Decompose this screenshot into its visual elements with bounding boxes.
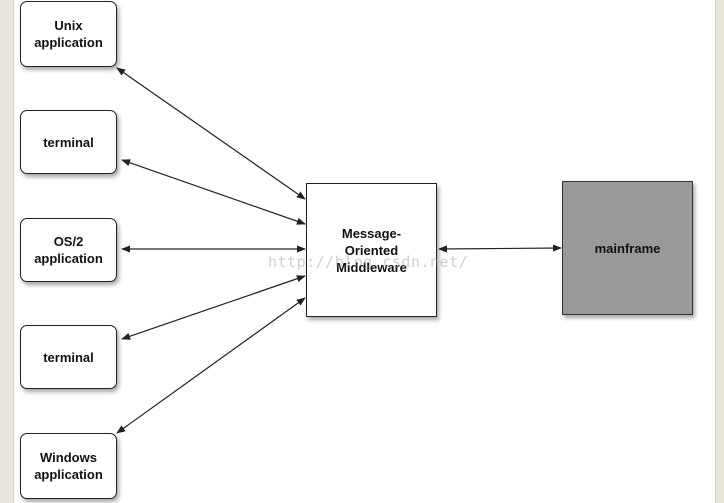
node-mainframe[interactable]: mainframe (562, 181, 693, 315)
edge-terminal2-mom (121, 275, 306, 340)
node-os2-application[interactable]: OS/2 application (20, 218, 117, 282)
node-terminal-2[interactable]: terminal (20, 325, 117, 389)
node-unix-application[interactable]: Unix application (20, 1, 117, 67)
node-terminal-1[interactable]: terminal (20, 110, 117, 174)
node-message-oriented-middleware[interactable]: Message- Oriented Middleware (306, 183, 437, 317)
edge-windows-mom (116, 297, 306, 434)
edge-unix-mom (116, 67, 306, 200)
node-windows-application[interactable]: Windows application (20, 433, 117, 499)
edge-mom-mainframe (438, 244, 562, 253)
edge-terminal1-mom (121, 159, 306, 225)
